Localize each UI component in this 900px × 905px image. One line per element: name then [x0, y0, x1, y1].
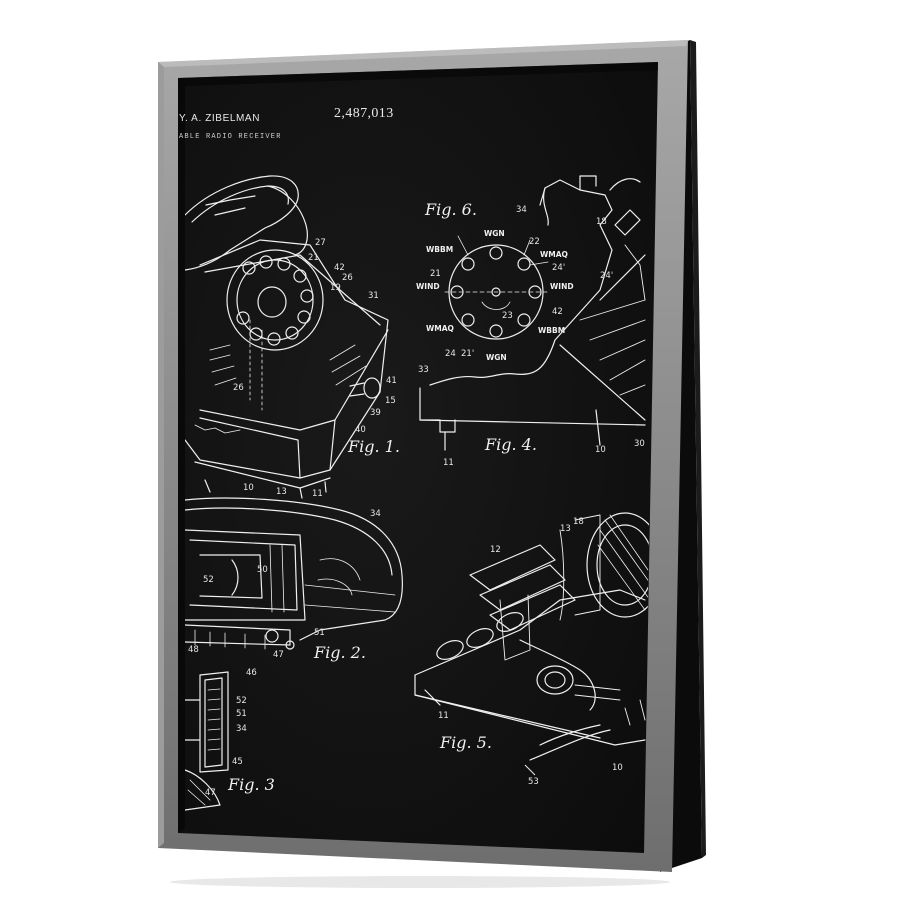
- patent-subtitle: ABLE RADIO RECEIVER: [179, 133, 282, 141]
- station-label: WIND: [550, 282, 574, 291]
- fig5-internal-view-drawing: [414, 512, 656, 761]
- inventor-name: Y. A. ZIBELMAN: [179, 113, 261, 124]
- station-label: WIND: [416, 282, 440, 291]
- ref-number: 10: [595, 445, 606, 455]
- ref-number: 47: [205, 788, 216, 798]
- canvas: [178, 62, 658, 853]
- ref-number: 24: [445, 349, 456, 359]
- ref-number: 21: [430, 269, 441, 279]
- ref-number: 26: [233, 383, 244, 393]
- ref-number: 52: [203, 575, 214, 585]
- fig1-label: Fig. 1.: [347, 437, 400, 456]
- ref-number: 18: [596, 217, 607, 227]
- ref-number: 26: [342, 273, 353, 283]
- ref-number: 19: [330, 283, 341, 293]
- ref-number: 51: [236, 709, 247, 719]
- ref-number: 42: [552, 307, 563, 317]
- ref-number: 24': [552, 263, 565, 273]
- fig2-label: Fig. 2.: [313, 643, 366, 662]
- dial-station-labels: WGN WBBM WMAQ WIND WIND WMAQ WBBM WGN: [416, 229, 574, 362]
- figure-labels: Fig. 1. Fig. 2. Fig. 3 Fig. 4. Fig. 5. F…: [227, 200, 537, 794]
- ref-number: 11: [438, 711, 449, 721]
- fig3-label: Fig. 3: [227, 775, 275, 794]
- station-label: WMAQ: [426, 324, 454, 333]
- ref-number: 33: [418, 365, 429, 375]
- ref-number: 11: [443, 458, 454, 468]
- patent-number: 2,487,013: [334, 106, 394, 121]
- fig6-station-dial-drawing: [444, 235, 549, 340]
- ref-number: 10: [612, 763, 623, 773]
- ref-number: 10: [243, 483, 254, 493]
- fig4-label: Fig. 4.: [484, 435, 537, 454]
- ref-number: 50: [257, 565, 268, 575]
- ref-number: 27: [315, 238, 326, 248]
- ref-number: 51: [314, 628, 325, 638]
- ref-number: 13: [276, 487, 287, 497]
- ref-number: 45: [232, 757, 243, 767]
- ref-number: 34: [370, 509, 381, 519]
- fig6-label: Fig. 6.: [424, 200, 477, 219]
- station-label: WGN: [486, 353, 507, 362]
- ref-number: 34: [236, 724, 247, 734]
- ref-number: 40: [355, 425, 366, 435]
- station-label: WMAQ: [540, 250, 568, 259]
- station-label: WGN: [484, 229, 505, 238]
- ref-number: 15: [385, 396, 396, 406]
- ref-number: 42: [334, 263, 345, 273]
- ref-number: 41: [386, 376, 397, 386]
- ref-number: 21: [308, 253, 319, 263]
- ref-number: 30: [634, 439, 645, 449]
- station-label: WBBM: [426, 245, 453, 254]
- ref-number: 18: [573, 517, 584, 527]
- fig2-cross-section-drawing: [185, 497, 403, 650]
- ref-number: 39: [370, 408, 381, 418]
- ref-number: 24': [600, 271, 613, 281]
- ref-number: 52: [236, 696, 247, 706]
- ref-number: 22: [529, 237, 540, 247]
- ref-number: 11: [312, 489, 323, 499]
- ref-number: 21': [461, 349, 474, 359]
- ref-number: 31: [368, 291, 379, 301]
- ref-number: 23: [502, 311, 513, 321]
- fig5-label: Fig. 5.: [439, 733, 492, 752]
- ref-number: 47: [273, 650, 284, 660]
- ref-number: 46: [246, 668, 257, 678]
- ref-number: 34: [516, 205, 527, 215]
- fig3-detail-drawing: [185, 671, 229, 811]
- ref-number: 13: [560, 524, 571, 534]
- fig4-side-view-drawing: [419, 175, 646, 451]
- ref-number: 12: [490, 545, 501, 555]
- station-label: WBBM: [538, 326, 565, 335]
- ref-number: 53: [528, 777, 539, 787]
- ref-number: 48: [188, 645, 199, 655]
- reference-numbers: 27 21 42 26 19 31 41 15 39 40 26 10 13 1…: [188, 205, 645, 798]
- fig1-telephone-drawing: [185, 175, 389, 499]
